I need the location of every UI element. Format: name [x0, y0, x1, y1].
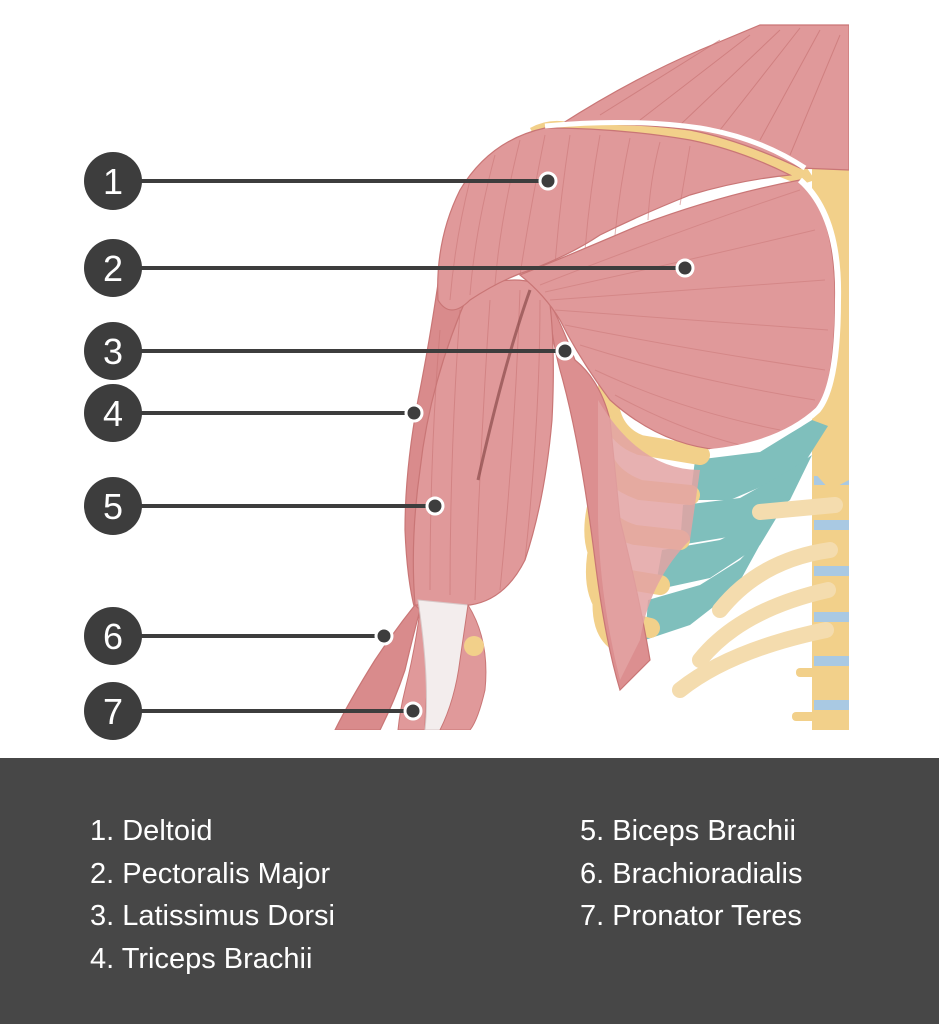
legend-item-brachioradialis: 6. Brachioradialis — [580, 857, 803, 890]
legend-item-triceps-brachii: 4. Triceps Brachii — [90, 942, 313, 975]
legend-column-left: 1. Deltoid 2. Pectoralis Major 3. Latiss… — [90, 810, 335, 980]
marker-6: 6 — [84, 607, 142, 665]
marker-5: 5 — [84, 477, 142, 535]
marker-4: 4 — [84, 384, 142, 442]
marker-number: 6 — [103, 616, 123, 657]
marker-circle — [84, 384, 142, 442]
medial-epicondyle — [464, 636, 484, 656]
leader-lines — [113, 179, 685, 713]
anatomy-illustration — [334, 24, 849, 730]
marker-3: 3 — [84, 322, 142, 380]
marker-number: 3 — [103, 331, 123, 372]
marker-circle — [84, 682, 142, 740]
anatomy-diagram: 1 2 3 4 5 6 7 — [84, 24, 849, 740]
posterior-ribs — [672, 497, 843, 698]
legend-item-pectoralis-major: 2. Pectoralis Major — [90, 857, 331, 890]
costal-cartilage — [645, 420, 828, 640]
marker-number: 5 — [103, 486, 123, 527]
legend-item-latissimus-dorsi: 3. Latissimus Dorsi — [90, 900, 335, 932]
marker-2: 2 — [84, 239, 142, 297]
endpoint-2 — [675, 258, 695, 278]
legend-item-biceps-brachii: 5. Biceps Brachii — [580, 815, 796, 847]
pectoral-outline — [709, 177, 842, 455]
marker-circle — [84, 607, 142, 665]
marker-circle — [84, 322, 142, 380]
endpoint-3 — [555, 341, 575, 361]
legend-panel: 1. Deltoid 2. Pectoralis Major 3. Latiss… — [0, 758, 939, 1024]
marker-7: 7 — [84, 682, 142, 740]
endpoint-6 — [374, 626, 394, 646]
marker-number: 7 — [103, 691, 123, 732]
marker-number: 1 — [103, 161, 123, 202]
endpoint-7 — [403, 701, 423, 721]
endpoint-5 — [425, 496, 445, 516]
endpoint-1 — [538, 171, 558, 191]
marker-1: 1 — [84, 152, 142, 210]
deltoid — [437, 127, 793, 311]
legend-item-pronator-teres: 7. Pronator Teres — [580, 900, 802, 932]
legend-item-deltoid: 1. Deltoid — [90, 815, 213, 847]
legend-column-right: 5. Biceps Brachii 6. Brachioradialis 7. … — [580, 810, 802, 938]
biceps-groove — [476, 289, 532, 481]
trapezius-fibers — [599, 27, 841, 156]
marker-circle — [84, 239, 142, 297]
leader-endpoints — [374, 171, 695, 721]
marker-circle — [84, 477, 142, 535]
shoulder-outline — [544, 119, 807, 171]
pectoralis-fibers — [539, 189, 829, 446]
marker-number: 4 — [103, 393, 123, 434]
serratus-region — [598, 400, 700, 680]
marker-circle — [84, 152, 142, 210]
marker-number: 2 — [103, 248, 123, 289]
endpoint-4 — [404, 403, 424, 423]
